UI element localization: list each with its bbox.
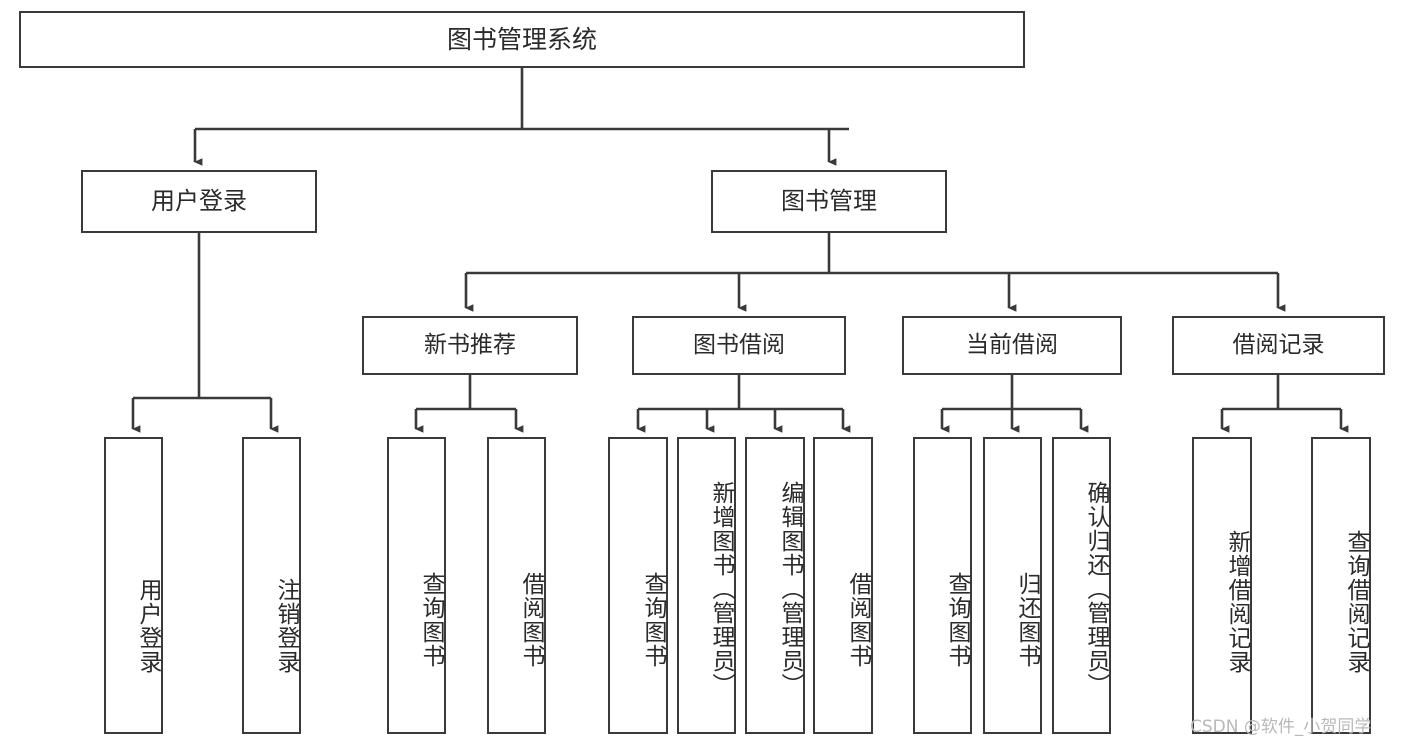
node-label: 借阅图书 (845, 571, 871, 668)
leaf-return-book[interactable]: 归还图书 (983, 437, 1042, 734)
node-label: 图书管理系统 (446, 24, 597, 54)
leaf-add-book-admin[interactable]: 新增图书（管理员） (677, 437, 736, 734)
node-label: 图书借阅 (693, 331, 785, 358)
node-label: 归还图书 (1014, 571, 1040, 668)
node-new-book-recommend[interactable]: 新书推荐 (362, 316, 578, 375)
node-label: 用户登录 (135, 577, 161, 674)
leaf-logout-login[interactable]: 注销登录 (242, 437, 301, 734)
leaf-confirm-return-admin[interactable]: 确认归还（管理员） (1052, 437, 1111, 734)
node-label: 查询图书 (640, 571, 666, 668)
leaf-query-book-borrow[interactable]: 查询图书 (608, 437, 668, 734)
leaf-query-book-current[interactable]: 查询图书 (913, 437, 972, 734)
node-borrow-record[interactable]: 借阅记录 (1172, 316, 1385, 375)
node-label: 新增借阅记录 (1224, 529, 1250, 674)
leaf-borrow-book-borrow[interactable]: 借阅图书 (813, 437, 873, 734)
csdn-watermark: CSDN @软件_小贺同学 (1190, 717, 1372, 737)
node-label: 图书管理 (781, 187, 877, 216)
leaf-borrow-book-recommend[interactable]: 借阅图书 (487, 437, 546, 734)
node-label: 新增图书（管理员） (708, 480, 734, 697)
leaf-edit-book-admin[interactable]: 编辑图书（管理员） (745, 437, 805, 734)
leaf-add-borrow-record[interactable]: 新增借阅记录 (1192, 437, 1252, 734)
node-label: 确认归还（管理员） (1083, 480, 1109, 697)
leaf-query-book-recommend[interactable]: 查询图书 (387, 437, 446, 734)
leaf-query-borrow-record[interactable]: 查询借阅记录 (1311, 437, 1371, 734)
node-label: 借阅图书 (518, 571, 544, 668)
node-label: 借阅记录 (1232, 331, 1325, 358)
node-label: 注销登录 (273, 577, 299, 674)
node-label: 当前借阅 (966, 331, 1058, 358)
node-user-login[interactable]: 用户登录 (81, 170, 317, 233)
node-label: 新书推荐 (424, 331, 516, 358)
node-book-borrow[interactable]: 图书借阅 (632, 316, 846, 375)
node-label: 查询图书 (418, 571, 444, 668)
node-root-book-management-system[interactable]: 图书管理系统 (19, 11, 1025, 68)
leaf-user-login[interactable]: 用户登录 (104, 437, 163, 734)
node-label: 编辑图书（管理员） (777, 480, 803, 697)
node-current-borrow[interactable]: 当前借阅 (902, 316, 1122, 375)
node-label: 查询图书 (944, 571, 970, 668)
node-label: 用户登录 (151, 187, 247, 216)
node-book-management[interactable]: 图书管理 (711, 170, 947, 233)
node-label: 查询借阅记录 (1343, 529, 1369, 674)
